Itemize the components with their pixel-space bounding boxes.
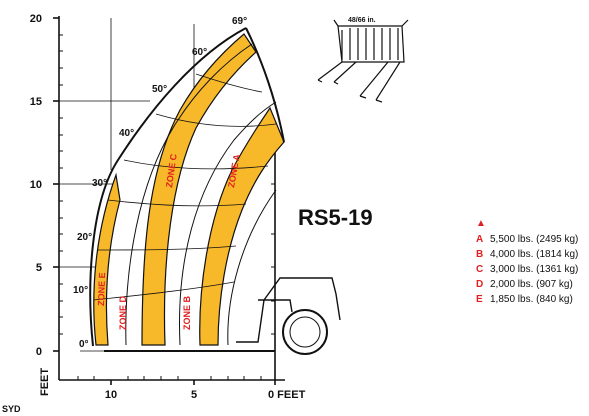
- zone-b-label: ZONE B: [182, 295, 192, 330]
- legend-letter: C: [476, 264, 484, 275]
- legend-item: C 3,000 lbs. (1361 kg): [476, 262, 578, 277]
- cutoff-caption: SYD: [2, 404, 21, 414]
- y-tick-label: 5: [36, 262, 42, 274]
- angle-label: 69°: [232, 16, 247, 27]
- legend-text: 1,850 lbs. (840 kg): [490, 294, 573, 305]
- angle-label: 0°: [79, 339, 89, 350]
- legend-item: E 1,850 lbs. (840 kg): [476, 292, 578, 307]
- attachment-label: 48/66 in.: [348, 17, 376, 24]
- legend-text: 3,000 lbs. (1361 kg): [490, 264, 579, 275]
- outer-envelope: [89, 27, 247, 347]
- axes: [53, 16, 285, 385]
- zone-a-band: [199, 106, 285, 346]
- right-envelope: [245, 27, 285, 143]
- legend-item: A 5,500 lbs. (2495 kg): [476, 232, 578, 247]
- zone-e-label: ZONE E: [96, 272, 107, 306]
- angle-label: 10°: [73, 285, 88, 296]
- legend-marker-icon: ▲: [476, 218, 486, 229]
- angle-label: 50°: [152, 84, 167, 95]
- legend-item: B 4,000 lbs. (1814 kg): [476, 247, 578, 262]
- angle-label: 20°: [77, 232, 92, 243]
- legend-text: 4,000 lbs. (1814 kg): [490, 249, 579, 260]
- angle-label: 40°: [119, 128, 134, 139]
- angle-label: 60°: [192, 47, 207, 58]
- legend-item: D 2,000 lbs. (907 kg): [476, 277, 578, 292]
- legend-letter: E: [476, 294, 483, 305]
- model-title: RS5-19: [298, 205, 373, 230]
- x-tick-label: 5: [191, 389, 197, 401]
- angle-label: 30°: [92, 178, 107, 189]
- front-wheel: [282, 309, 328, 355]
- y-tick-label: 0: [36, 346, 42, 358]
- x-tick-label: 10: [105, 389, 117, 401]
- legend-text: 2,000 lbs. (907 kg): [490, 279, 573, 290]
- zone-bands: [93, 33, 285, 346]
- zone-c-label: ZONE C: [164, 153, 179, 189]
- zone-d-label: ZONE D: [118, 295, 128, 330]
- y-axis-label: FEET: [39, 368, 51, 396]
- fork-attachment-drawing: [317, 19, 409, 103]
- y-tick-label: 20: [30, 13, 42, 25]
- y-tick-label: 15: [30, 96, 42, 108]
- machine-outline: [236, 277, 341, 355]
- load-envelope: [89, 27, 285, 352]
- legend-letter: A: [476, 234, 484, 245]
- y-tick-label: 10: [30, 179, 42, 191]
- legend-text: 5,500 lbs. (2495 kg): [490, 234, 579, 245]
- zone-c-band: [141, 33, 257, 346]
- capacity-legend: ▲ A 5,500 lbs. (2495 kg) B 4,000 lbs. (181…: [476, 218, 578, 307]
- legend-letter: B: [476, 249, 484, 260]
- x-axis-end-label: 0 FEET: [268, 389, 306, 401]
- zone-e-band: [93, 172, 121, 346]
- legend-letter: D: [476, 279, 484, 290]
